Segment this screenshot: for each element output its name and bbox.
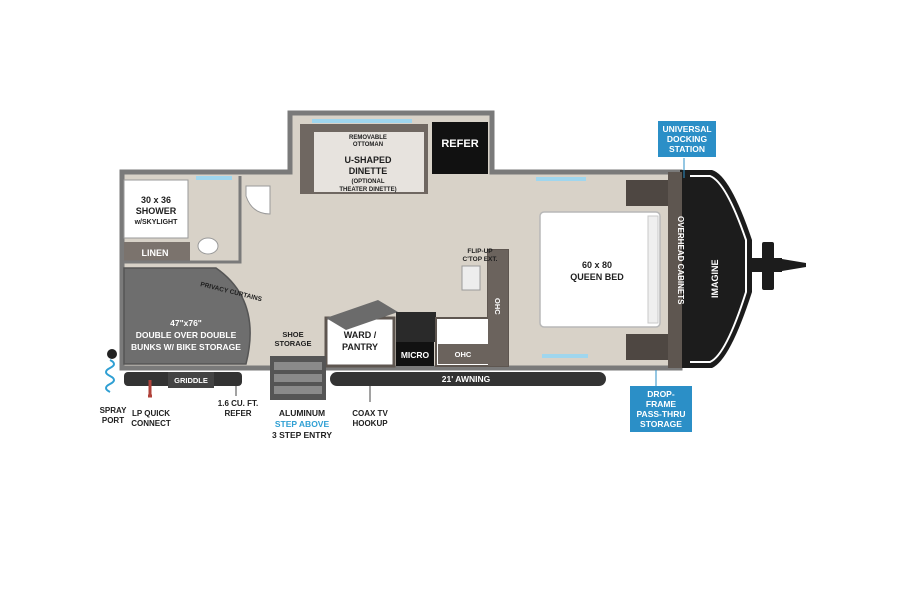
dinette-note-2: THEATER DINETTE) (339, 187, 396, 193)
shower-note: w/SKYLIGHT (134, 219, 179, 226)
awning (330, 372, 606, 386)
flipup-line-1: FLIP-UP (467, 248, 493, 255)
docking-station-callout: UNIVERSAL DOCKING STATION (658, 121, 716, 157)
dinette-line-2: DINETTE (349, 166, 388, 176)
window-top-bedroom (536, 177, 586, 181)
spray-line-1: SPRAY (100, 406, 127, 415)
bunks-line-3: BUNKS W/ BIKE STORAGE (131, 342, 241, 352)
window-slide (312, 119, 412, 123)
kitchen-sink (461, 265, 481, 291)
storage-line-2: PASS-THRU (636, 409, 686, 419)
entry-step-1 (274, 362, 322, 370)
ottoman-line-2: OTTOMAN (353, 142, 383, 148)
kitchen-ohc-side (488, 250, 508, 366)
ohc-side-label: OHC (493, 298, 502, 315)
lp-line-1: LP QUICK (132, 409, 170, 418)
shower-label: SHOWER (136, 206, 177, 216)
linen-cabinet (124, 242, 190, 262)
step-line-1: ALUMINUM (279, 408, 325, 418)
awning-label: 21' AWNING (442, 374, 491, 384)
bunk-beds (123, 267, 251, 365)
overhead-cabinets (668, 172, 682, 368)
dinette-table (314, 132, 424, 192)
shoe-line-1: SHOE (282, 330, 303, 339)
bed-pillows (647, 215, 659, 324)
toilet (197, 237, 219, 255)
storage-line-1: DROP-FRAME (645, 389, 677, 409)
queen-bed (539, 211, 661, 328)
linen-label: LINEN (142, 248, 169, 258)
flipup-line-2: C'TOP EXT. (463, 256, 498, 263)
griddle-label: GRIDDLE (174, 376, 208, 385)
bunks-line-2: DOUBLE OVER DOUBLE (136, 330, 237, 340)
ward-line-1: WARD / (344, 330, 377, 340)
bed-size: 60 x 80 (582, 260, 612, 270)
window-bath (196, 176, 232, 180)
hitch-coupler (782, 259, 806, 271)
entry-step-3 (274, 386, 322, 394)
microwave (396, 342, 434, 366)
docking-line-2: DOCKING (666, 134, 708, 144)
micro-label: MICRO (401, 350, 430, 360)
coax-line-2: HOOKUP (352, 419, 388, 428)
bunks-size: 47"x76" (170, 318, 202, 328)
ext-refer-line-2: REFER (224, 409, 251, 418)
entry-step-2 (274, 374, 322, 382)
storage-line-3: STORAGE (640, 419, 682, 429)
stove (396, 312, 436, 342)
bath-sink (245, 185, 271, 215)
ohc-bottom-label: OHC (455, 350, 472, 359)
pantry-door (326, 300, 398, 330)
ottoman-line-1: REMOVABLE (349, 135, 387, 141)
docking-line-3: STATION (668, 144, 706, 154)
ext-refer-line-1: 1.6 CU. FT. (218, 399, 258, 408)
bed-label: QUEEN BED (570, 272, 624, 282)
front-cap (680, 170, 752, 368)
bath-partition (124, 176, 242, 264)
nightstand-top (626, 180, 668, 206)
hitch-jack (762, 242, 774, 290)
spray-port (107, 349, 117, 359)
overhead-cabinets-label: OVERHEAD CABINETS (676, 216, 685, 305)
shoe-line-2: STORAGE (275, 339, 312, 348)
shower-size: 30 x 36 (141, 195, 171, 205)
front-cap-trim (690, 175, 747, 363)
lp-connector (148, 380, 152, 398)
kitchen-ohc-bottom (438, 344, 488, 364)
ward-line-2: PANTRY (342, 342, 378, 352)
shower (123, 179, 189, 239)
dinette-note-1: (OPTIONAL (352, 179, 385, 185)
docking-line-1: UNIVERSAL (662, 124, 712, 134)
step-line-3: 3 STEP ENTRY (272, 430, 332, 440)
nightstand-bottom (626, 334, 668, 360)
spray-line-2: PORT (102, 416, 124, 425)
logo-text: IMAGINE (710, 259, 720, 298)
spray-hose (105, 359, 115, 393)
pass-thru-storage-callout: DROP-FRAME PASS-THRU STORAGE (630, 386, 692, 432)
dinette-line-1: U-SHAPED (344, 155, 392, 165)
lp-line-2: CONNECT (131, 419, 171, 428)
refrigerator-label: REFER (441, 138, 478, 150)
window-bottom-bedroom (542, 354, 588, 358)
refrigerator (432, 122, 488, 174)
step-line-2: STEP ABOVE (275, 419, 330, 429)
coax-line-1: COAX TV (352, 409, 388, 418)
griddle (168, 372, 214, 388)
